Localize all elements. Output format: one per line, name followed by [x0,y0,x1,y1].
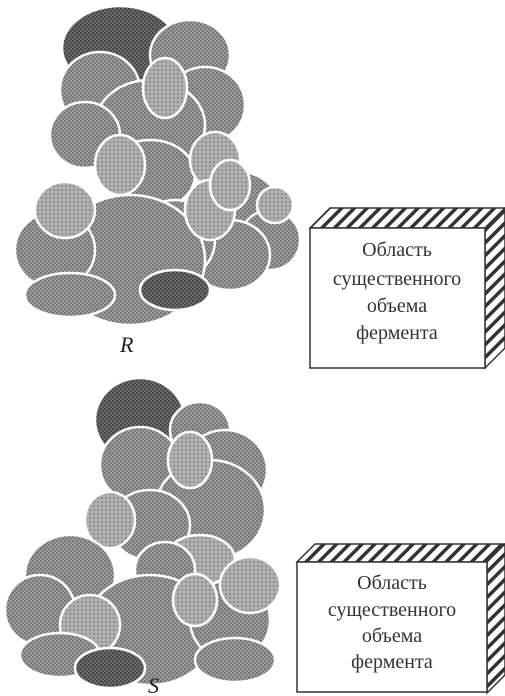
molecule-r [15,6,300,325]
box-s-line-4: фермента [351,651,433,673]
box-s-line-2: существенного [328,599,456,621]
enzyme-region-box-s: Область существенного объема фермента [297,544,505,693]
box-r-line-4: фермента [356,322,438,344]
box-s-line-3: объема [362,625,422,647]
molecule-s-label: S [148,673,159,696]
molecule-s [5,378,280,688]
enzyme-region-box-r: Область существенного объема фермента [310,208,505,368]
molecule-r-label: R [119,332,134,357]
box-r-line-3: объема [367,295,427,317]
box-r-line-1: Область [362,239,432,261]
box-s-line-1: Область [357,572,427,594]
box-r-line-2: существенного [333,268,461,290]
